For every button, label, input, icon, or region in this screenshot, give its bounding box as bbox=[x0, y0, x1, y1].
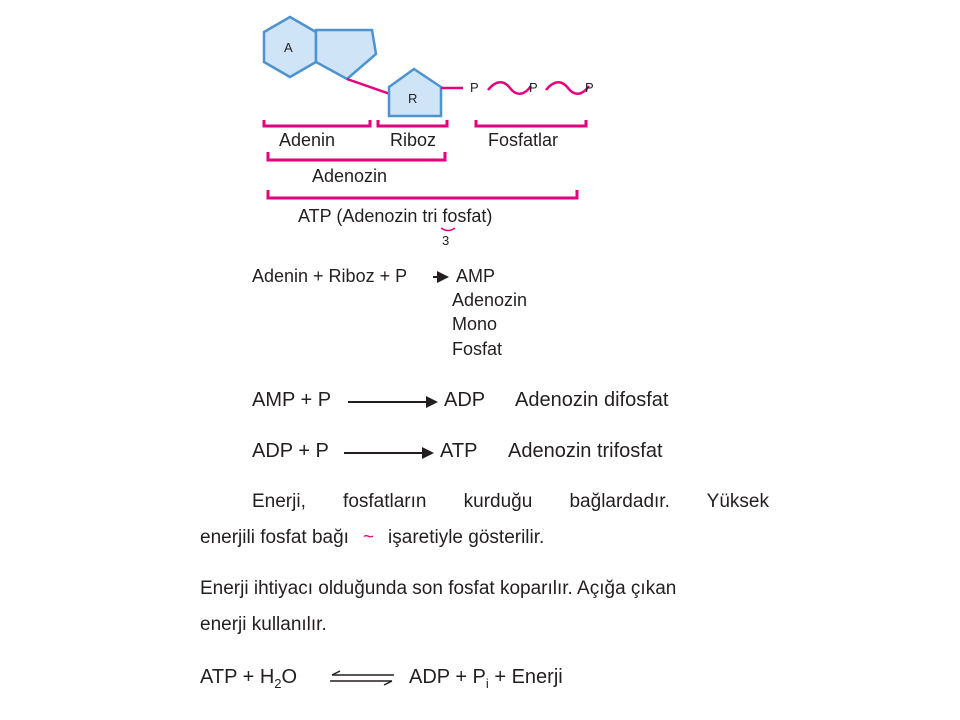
hydrolysis-sub2: 2 bbox=[274, 676, 282, 691]
adp-arrow bbox=[348, 396, 438, 408]
fosfatlar-bracket bbox=[474, 120, 588, 128]
paragraph1-line2-pre: enerjili fosfat bağı bbox=[200, 527, 349, 548]
hydrolysis-o: O bbox=[281, 666, 298, 688]
adenozin-label: Adenozin bbox=[312, 166, 388, 186]
hydrolysis-reactants: ATP + H2O bbox=[200, 666, 297, 691]
riboz-label: Riboz bbox=[390, 130, 437, 150]
adenozin-bracket bbox=[266, 152, 447, 162]
high-energy-bond-2 bbox=[545, 81, 591, 95]
fosfatlar-label: Fosfatlar bbox=[488, 130, 559, 150]
amp-expansion-2: Mono bbox=[452, 314, 498, 334]
tri-number: 3 bbox=[442, 233, 450, 248]
atp-bracket bbox=[266, 190, 579, 200]
hydrolysis-adp-pi: ADP + P bbox=[409, 666, 486, 688]
atp-product: ATP bbox=[440, 440, 478, 462]
paragraph1-line2: enerjili fosfat bağı ~ işaretiyle gösteril… bbox=[200, 520, 544, 556]
atp-label-pre: ATP (Adenozin bbox=[298, 206, 423, 226]
adenin-bracket bbox=[262, 120, 372, 128]
atp-structure-diagram bbox=[262, 15, 591, 232]
ribose-letter: R bbox=[408, 91, 418, 106]
atp-name: Adenozin trifosfat bbox=[508, 440, 663, 462]
paragraph2-line2: enerji kullanılır. bbox=[200, 614, 327, 635]
riboz-bracket bbox=[376, 120, 449, 128]
amp-reaction-reactants: Adenin + Riboz + P bbox=[252, 266, 408, 286]
high-energy-bond-1 bbox=[487, 81, 533, 95]
hydrolysis-energy: + Enerji bbox=[488, 666, 563, 688]
hydrolysis-products: ADP + Pi + Enerji bbox=[409, 666, 563, 691]
hydrolysis-sub-i: i bbox=[485, 676, 489, 691]
amp-expansion-1: Adenozin bbox=[452, 290, 528, 310]
adp-name: Adenozin difosfat bbox=[515, 389, 669, 411]
atp-full-label: ATP (Adenozin tri fosfat) bbox=[298, 206, 492, 227]
adenine-letter: A bbox=[284, 40, 293, 55]
atp-label-tri: tri bbox=[422, 206, 438, 226]
phosphate-1: P bbox=[470, 80, 479, 95]
phosphate-3: P bbox=[585, 80, 594, 95]
adenin-label: Adenin bbox=[279, 130, 336, 150]
paragraph2-line1: Enerji ihtiyacı olduğunda son fosfat kop… bbox=[200, 578, 677, 599]
tri-underline-curve bbox=[440, 227, 456, 232]
phosphate-2: P bbox=[529, 80, 538, 95]
amp-product: AMP bbox=[456, 266, 496, 286]
atp-arrow bbox=[344, 447, 434, 459]
adenine-ribose-bond bbox=[346, 77, 391, 96]
adp-product: ADP bbox=[444, 389, 486, 411]
hydrolysis-atp: ATP + H bbox=[200, 666, 275, 688]
equilibrium-arrows bbox=[330, 670, 394, 686]
adenine-pentagon bbox=[314, 28, 378, 81]
tilde-symbol: ~ bbox=[362, 527, 375, 548]
ribose-pentagon bbox=[387, 67, 443, 118]
atp-reaction-reactants: ADP + P bbox=[252, 440, 329, 462]
amp-expansion-3: Fosfat bbox=[452, 339, 503, 359]
atp-label-post: fosfat) bbox=[437, 206, 493, 226]
paragraph1-line1: Enerji, fosfatların kurduğu bağlardadır.… bbox=[252, 491, 769, 512]
amp-arrow bbox=[433, 271, 449, 283]
paragraph1-line2-post: işaretiyle gösterilir. bbox=[388, 527, 545, 548]
adp-reaction-reactants: AMP + P bbox=[252, 389, 332, 411]
